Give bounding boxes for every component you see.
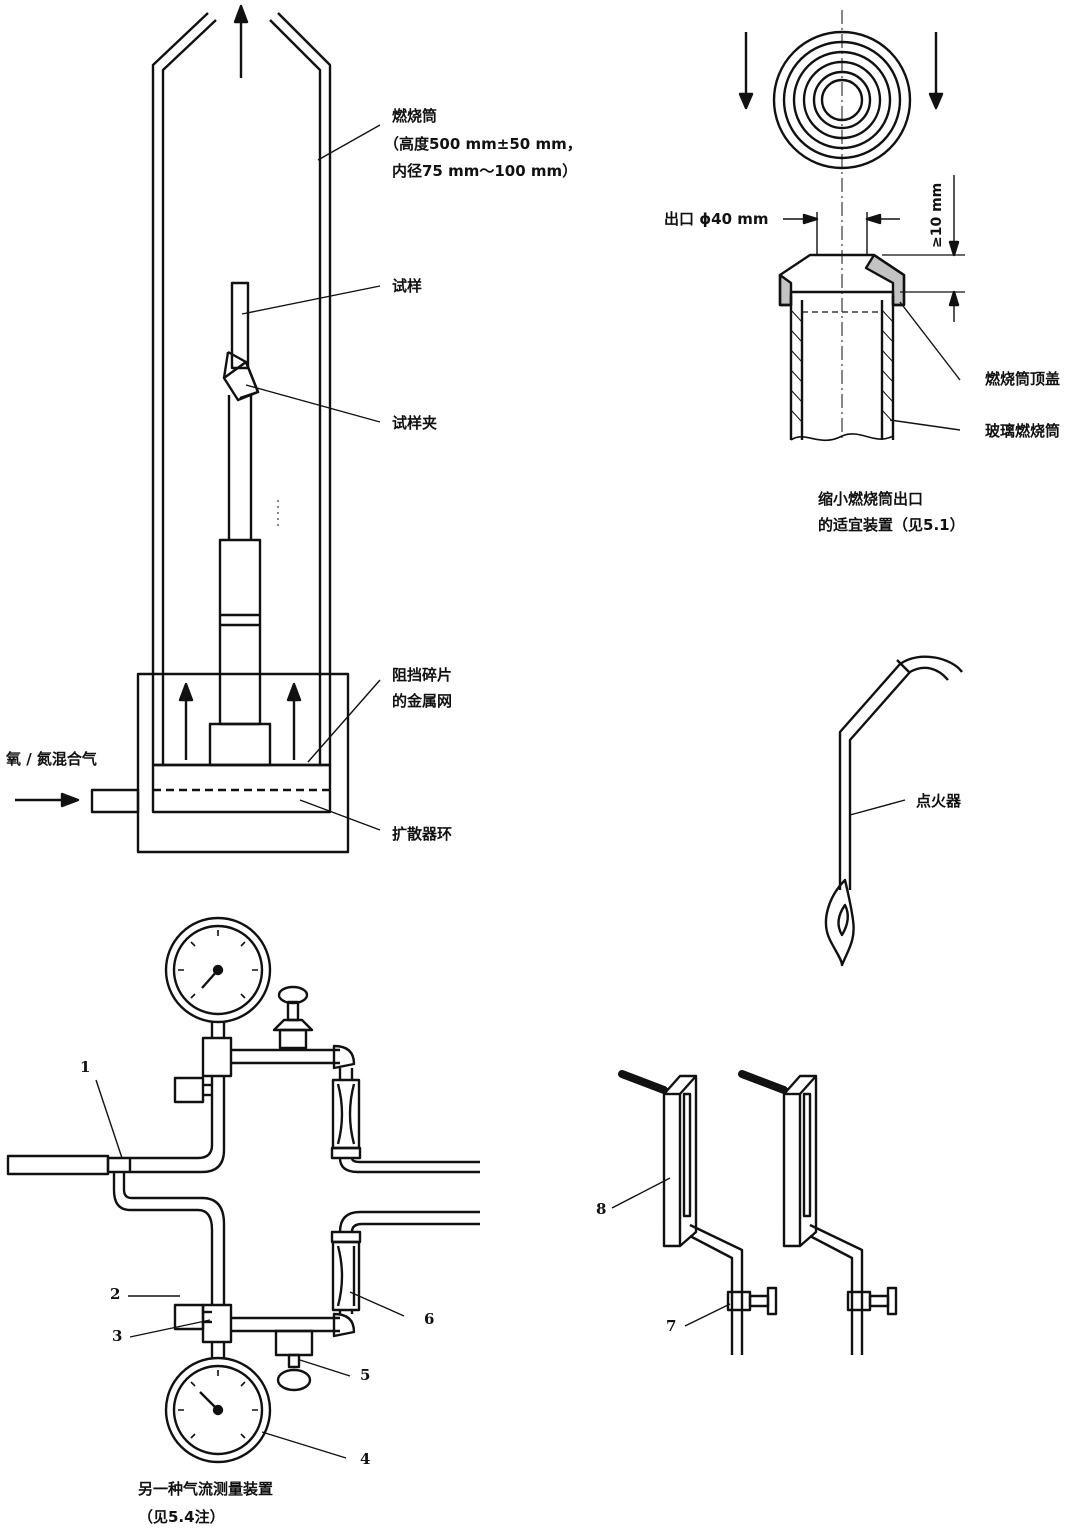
callout-3: 3 <box>112 1327 123 1345</box>
callout-2: 2 <box>110 1285 121 1303</box>
callout-4: 4 <box>360 1450 371 1468</box>
gas-inlet-arrow <box>15 792 80 808</box>
chimney-height-label: （高度500 mm±50 mm， <box>384 135 582 153</box>
specimen-clip <box>222 350 260 402</box>
chimney-cap-label: 燃烧筒顶盖 <box>985 370 1061 388</box>
gap-dimension-label: ≥10 mm <box>929 182 945 248</box>
diffuser-ring-label: 扩散器环 <box>392 825 453 843</box>
callout-1: 1 <box>80 1058 91 1076</box>
chimney-title-label: 燃烧筒 <box>392 107 438 125</box>
mesh-label-line1: 阻挡碎片 <box>392 666 453 684</box>
restrictor-top-view <box>738 10 944 440</box>
gas-mixture-label: 氧 / 氮混合气 <box>6 750 97 768</box>
specimen-label: 试样 <box>392 277 423 295</box>
flow-device-caption-line1: 另一种气流测量装置 <box>138 1480 274 1498</box>
callout-7: 7 <box>666 1317 677 1335</box>
specimen-holder-label: 试样夹 <box>392 414 438 432</box>
glass-chimney <box>151 12 332 765</box>
flow-device-caption-line2: （见5.4注） <box>138 1508 225 1526</box>
gauge-bottom <box>164 1342 272 1464</box>
restrictor-caption-line1: 缩小燃烧筒出口 <box>818 490 924 508</box>
callout-8: 8 <box>596 1200 607 1218</box>
lower-pipe-network <box>112 1189 480 1392</box>
igniter-label: 点火器 <box>916 792 962 810</box>
specimen-holder-rod <box>208 395 272 767</box>
callout-6: 6 <box>424 1310 435 1328</box>
chimney-diameter-label: 内径75 mm～100 mm） <box>392 162 578 180</box>
gauge-top <box>164 916 272 1038</box>
inlet-tee <box>6 1154 132 1190</box>
restrictor-side-view <box>778 175 965 441</box>
specimen-strip <box>230 281 250 370</box>
outlet-diameter-label: 出口 ϕ40 mm <box>664 210 769 228</box>
mesh-label-line2: 的金属网 <box>392 692 453 710</box>
flowmeter-right <box>738 1070 898 1355</box>
flowmeter-left <box>618 1070 778 1355</box>
flow-arrow-up-top <box>233 4 249 78</box>
upper-pipe-network <box>130 985 480 1174</box>
glass-chimney-label: 玻璃燃烧筒 <box>985 422 1061 440</box>
flow-arrows-inside <box>178 682 302 760</box>
igniter-tube <box>824 655 963 967</box>
restrictor-caption-line2: 的适宜装置（见5.1） <box>818 516 965 534</box>
callout-5: 5 <box>360 1366 371 1384</box>
